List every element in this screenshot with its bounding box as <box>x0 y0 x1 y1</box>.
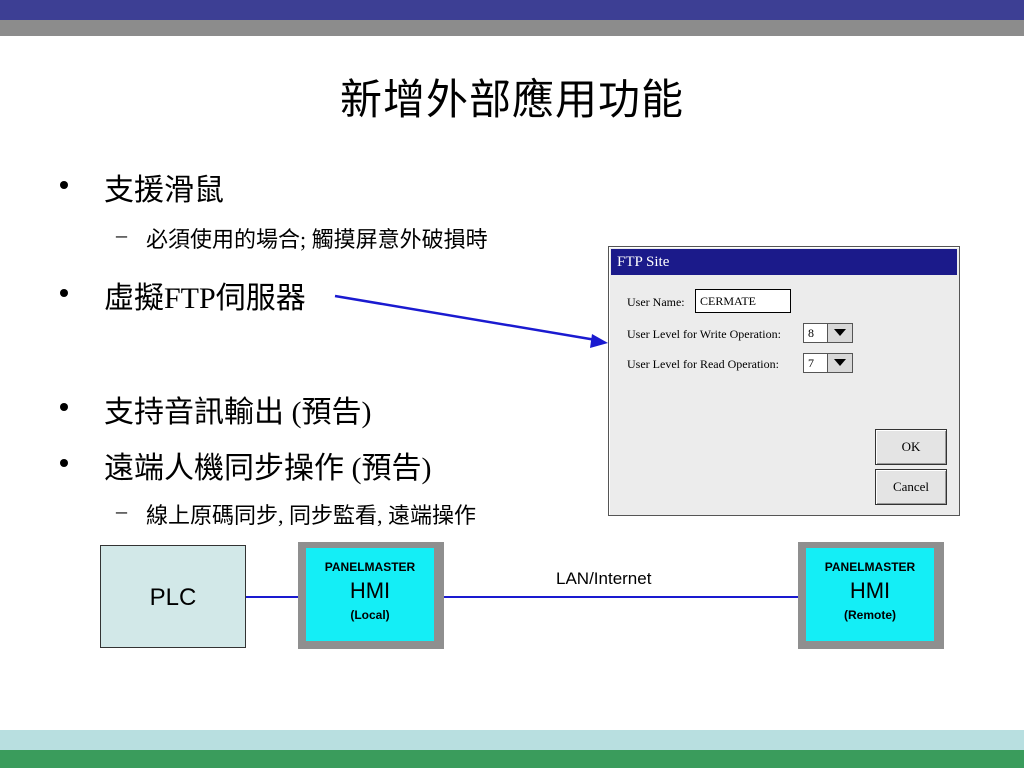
top-band-secondary <box>0 20 1024 36</box>
write-level-value: 8 <box>808 326 814 340</box>
ftp-site-dialog: FTP Site User Name: CERMATE User Level f… <box>608 246 960 516</box>
read-level-value: 7 <box>808 356 814 370</box>
sub-bullet-text: 線上原碼同步, 同步監看, 遠端操作 <box>146 503 477 528</box>
bullet-dot <box>60 181 68 189</box>
bullet-text: 遠端人機同步操作 (預告) <box>104 452 432 485</box>
bottom-band <box>0 730 1024 750</box>
sub-bullet-mouse: – 必須使用的場合; 觸摸屏意外破損時 <box>116 222 488 254</box>
dropdown-arrow-icon[interactable] <box>827 354 852 372</box>
write-level-select[interactable]: 8 <box>803 323 853 343</box>
bullet-text: 支援滑鼠 <box>104 174 224 207</box>
remote-hmi-brand: PANELMASTER <box>824 560 916 574</box>
bullet-remote-sync: 遠端人機同步操作 (預告) <box>60 443 432 487</box>
ok-button[interactable]: OK <box>875 429 947 465</box>
remote-hmi-name: HMI <box>849 578 891 603</box>
remote-hmi-location: (Remote) <box>843 608 896 622</box>
user-name-input[interactable]: CERMATE <box>695 289 791 313</box>
local-hmi-name: HMI <box>349 578 391 603</box>
local-hmi-box: PANELMASTER HMI (Local) <box>298 542 444 649</box>
bullet-dot <box>60 459 68 467</box>
bullet-mouse-support: 支援滑鼠 <box>60 165 224 209</box>
user-name-label: User Name: <box>627 295 685 309</box>
plc-box: PLC <box>100 545 246 648</box>
bottom-band-secondary <box>0 750 1024 768</box>
bullet-text: 虛擬FTP伺服器 <box>104 282 306 315</box>
bullet-dot <box>60 289 68 297</box>
read-level-label: User Level for Read Operation: <box>627 357 779 371</box>
bullet-audio-output: 支持音訊輸出 (預告) <box>60 387 372 431</box>
local-hmi-brand: PANELMASTER <box>324 560 416 574</box>
lan-internet-label: LAN/Internet <box>556 569 652 588</box>
top-band <box>0 0 1024 20</box>
cancel-button[interactable]: Cancel <box>875 469 947 505</box>
dropdown-arrow-icon[interactable] <box>827 324 852 342</box>
remote-hmi-screen: PANELMASTER HMI (Remote) <box>806 548 934 641</box>
sub-bullet-dash: – <box>116 498 127 523</box>
sub-bullet-dash: – <box>116 222 127 247</box>
bullet-dot <box>60 403 68 411</box>
slide-title: 新增外部應用功能 <box>339 75 684 124</box>
sub-bullet-remote: – 線上原碼同步, 同步監看, 遠端操作 <box>116 498 477 530</box>
remote-hmi-box: PANELMASTER HMI (Remote) <box>798 542 944 649</box>
bullet-text: 支持音訊輸出 (預告) <box>104 396 372 429</box>
write-level-label: User Level for Write Operation: <box>627 327 781 341</box>
plc-hmi-link <box>246 596 298 598</box>
bullet-ftp-server: 虛擬FTP伺服器 <box>60 273 306 317</box>
dialog-title-bar: FTP Site <box>611 249 957 275</box>
local-hmi-location: (Local) <box>350 608 390 622</box>
local-hmi-screen: PANELMASTER HMI (Local) <box>306 548 434 641</box>
lan-internet-link <box>444 596 798 598</box>
read-level-select[interactable]: 7 <box>803 353 853 373</box>
sub-bullet-text: 必須使用的場合; 觸摸屏意外破損時 <box>146 227 488 252</box>
